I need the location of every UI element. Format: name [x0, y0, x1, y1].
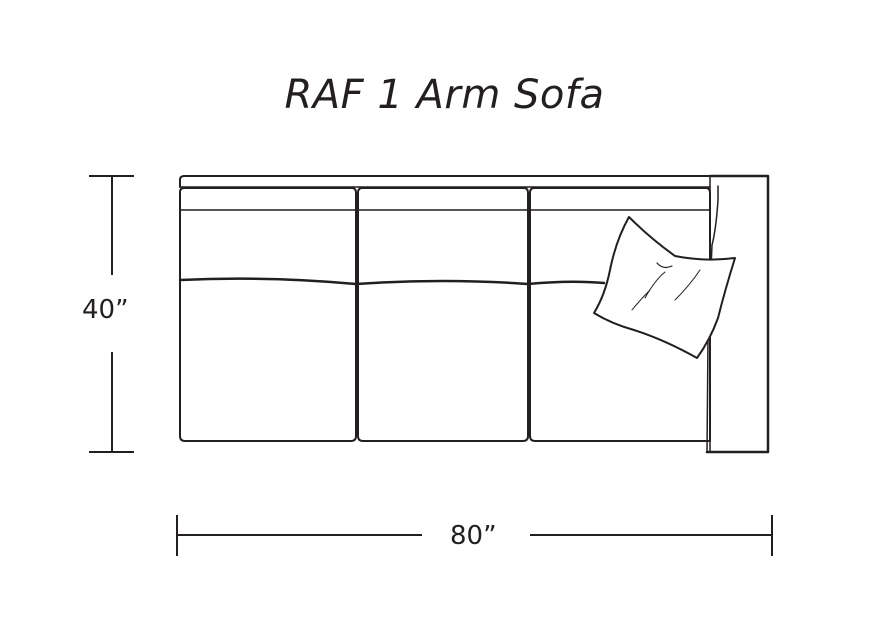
width-dimension-label: 80”: [450, 521, 497, 551]
depth-dimension-line: [89, 175, 134, 453]
width-dimension-line: [176, 515, 773, 556]
depth-dimension-label: 40”: [82, 295, 129, 325]
diagram-title: RAF 1 Arm Sofa: [284, 72, 605, 118]
seat-cushion-3: [529, 187, 711, 442]
seat-cushion-2: [357, 187, 529, 442]
seat-cushion-1: [179, 187, 357, 442]
throw-pillow-icon: [593, 216, 736, 359]
